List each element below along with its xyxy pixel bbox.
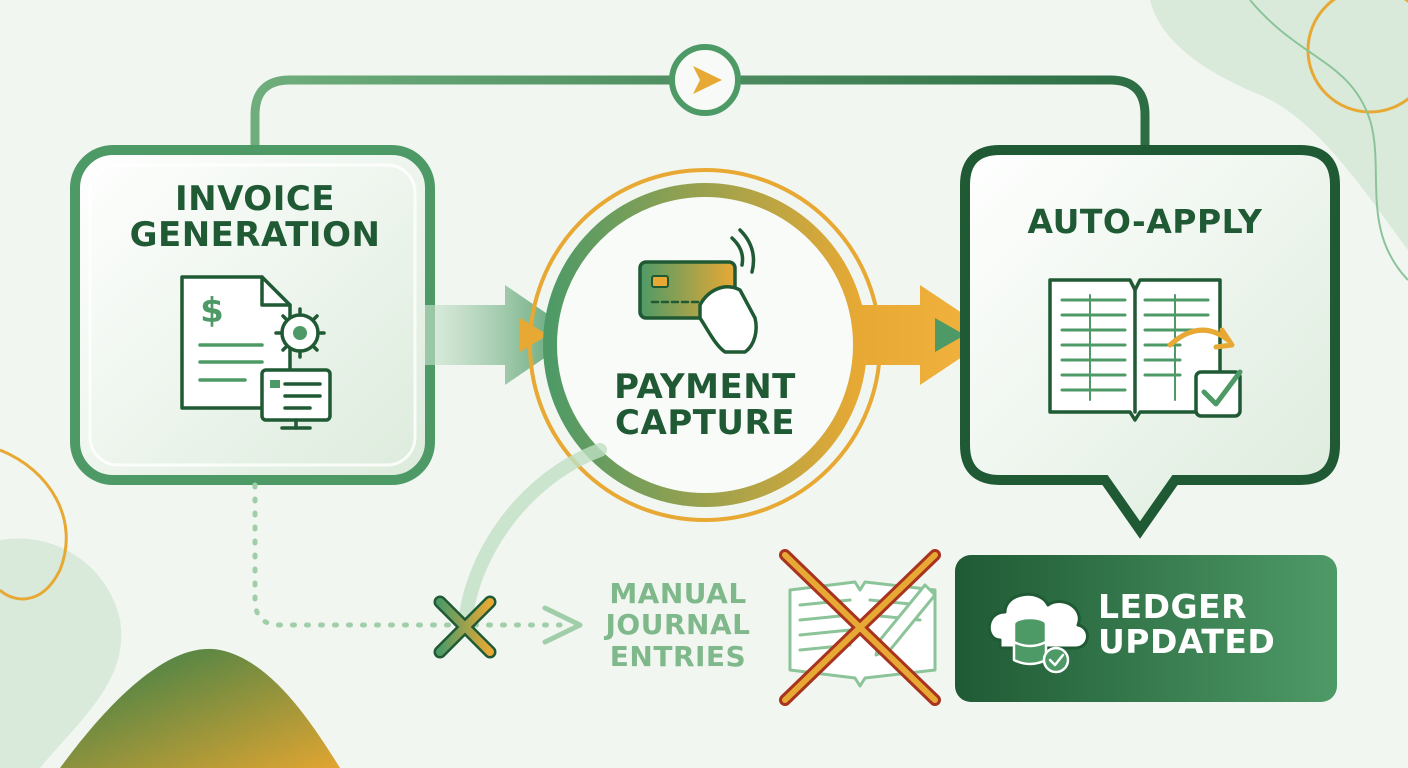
payment-capture-label: PAYMENT CAPTURE xyxy=(560,367,850,443)
card-tap-icon xyxy=(638,228,758,354)
payment-line1: PAYMENT xyxy=(614,367,796,407)
manual-journal-entries-label: MANUAL JOURNAL ENTRIES xyxy=(583,578,773,672)
invoice-gear-icon: $ xyxy=(180,275,332,430)
cross-out-icon xyxy=(779,549,941,706)
invoice-line2: GENERATION xyxy=(129,214,381,255)
auto-apply-box xyxy=(960,145,1340,539)
x-mark-icon xyxy=(433,595,497,659)
cloud-database-check-icon xyxy=(987,592,1089,674)
ledger-updated-panel xyxy=(955,555,1337,702)
invoice-generation-box: $ xyxy=(70,145,435,485)
ledger-book-check-icon xyxy=(1048,278,1243,422)
manual-line3: ENTRIES xyxy=(609,639,747,673)
arrow-invoice-to-payment xyxy=(425,285,578,385)
auto-apply-label: AUTO-APPLY xyxy=(985,202,1305,241)
payment-line2: CAPTURE xyxy=(615,402,795,443)
ledger-line1: LEDGER xyxy=(1098,587,1248,626)
svg-text:$: $ xyxy=(200,291,224,331)
ledger-updated-label: LEDGER UPDATED xyxy=(1098,587,1318,661)
manual-branch-connector xyxy=(252,443,607,659)
ledger-line2: UPDATED xyxy=(1098,621,1276,661)
manual-line1: MANUAL xyxy=(609,577,747,610)
invoice-generation-label: INVOICE GENERATION xyxy=(95,179,415,255)
loop-connector xyxy=(250,44,1150,145)
manual-line2: JOURNAL xyxy=(605,608,751,642)
auto-apply-line1: AUTO-APPLY xyxy=(1027,202,1263,241)
invoice-line1: INVOICE xyxy=(174,179,336,219)
arrow-payment-to-auto xyxy=(858,285,995,385)
payment-capture-circle xyxy=(528,168,882,522)
